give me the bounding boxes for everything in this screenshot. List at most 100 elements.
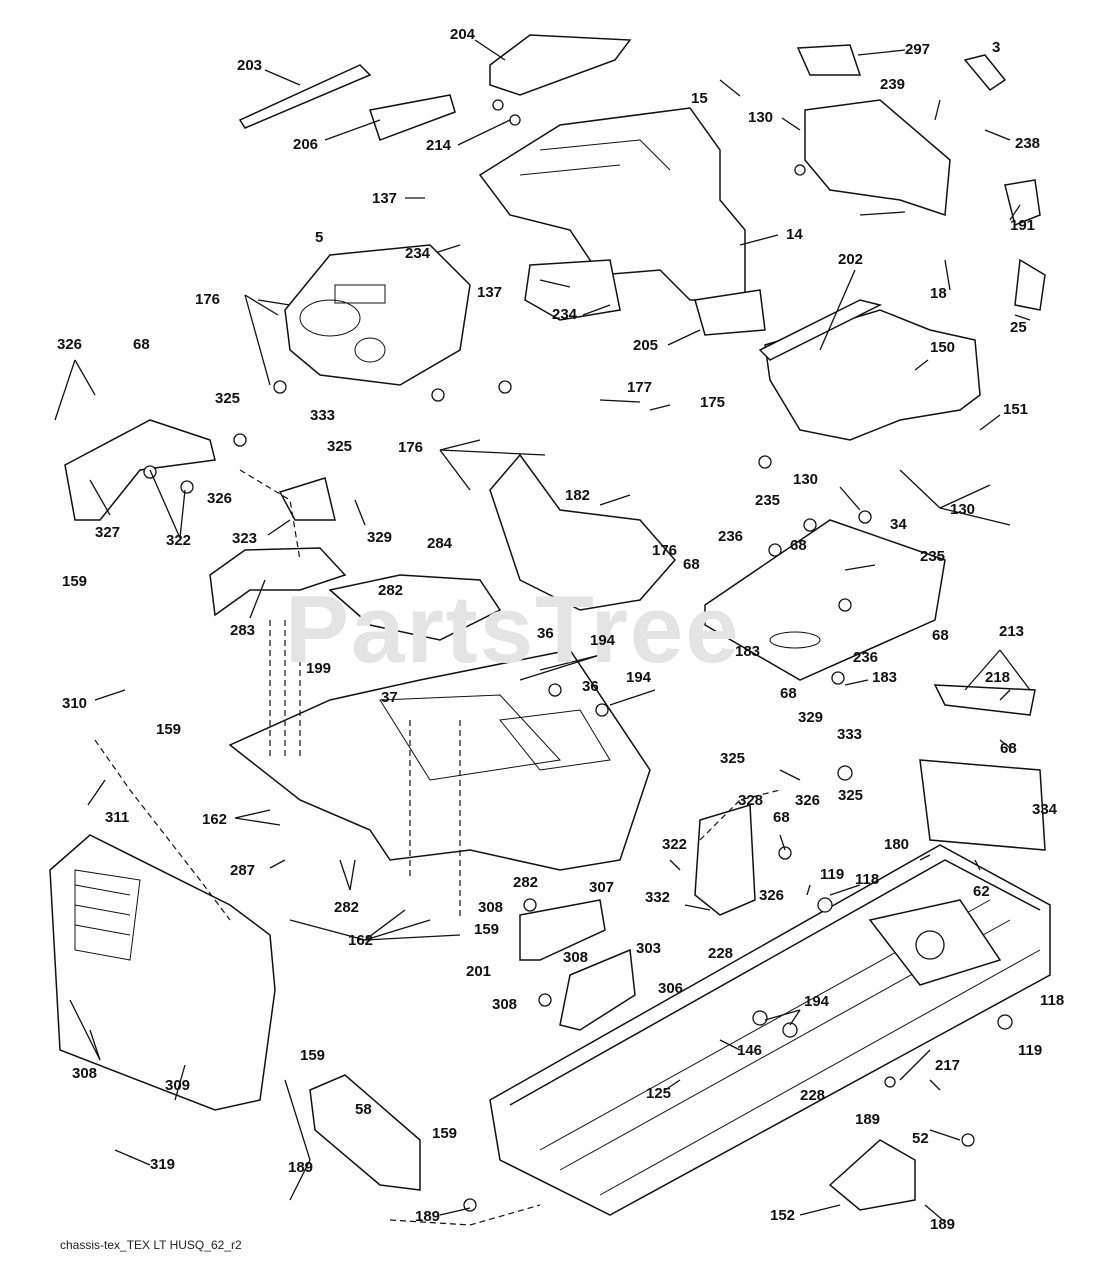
callout-label: 333: [837, 726, 863, 743]
callout-label: 175: [700, 394, 726, 411]
callout-label: 125: [646, 1085, 672, 1102]
callout-label: 3: [992, 39, 1001, 56]
bracket-303: [559, 948, 636, 1031]
callout-label: 236: [853, 649, 879, 666]
callout-label: 159: [62, 573, 88, 590]
callout-label: 118: [1040, 992, 1065, 1009]
callout-label: 303: [636, 940, 662, 957]
callout-label: 218: [985, 669, 1011, 686]
leader-lines: [54, 39, 1031, 1223]
callout-label: 18: [930, 285, 947, 302]
callout-label: 68: [780, 685, 797, 702]
callout-label: 332: [645, 889, 671, 906]
callout-label: 234: [552, 306, 578, 323]
callout-label: 176: [195, 291, 221, 308]
small-parts: [238, 34, 1046, 851]
callout-label: 311: [105, 809, 130, 826]
callout-label: 307: [589, 879, 615, 896]
callout-label: 213: [999, 623, 1025, 640]
callout-label: 5: [315, 229, 324, 246]
belt-shroud: [764, 309, 981, 441]
callout-label: 329: [367, 529, 393, 546]
bracket-307: [519, 899, 606, 961]
callout-label: 146: [737, 1042, 763, 1059]
callout-label: 176: [398, 439, 424, 456]
callout-label: 234: [405, 245, 431, 262]
callout-label: 214: [426, 137, 452, 154]
callout-label: 34: [890, 516, 907, 533]
callout-label: 326: [759, 887, 785, 904]
callout-label: 328: [738, 792, 764, 809]
callout-label: 327: [95, 524, 121, 541]
callout-label: 325: [720, 750, 746, 767]
callout-label: 239: [880, 76, 906, 93]
callout-label: 308: [72, 1065, 98, 1082]
callout-label: 189: [930, 1216, 956, 1233]
callout-label: 189: [415, 1208, 441, 1225]
callout-label: 204: [450, 26, 476, 43]
callout-label: 150: [930, 339, 956, 356]
callout-label: 205: [633, 337, 659, 354]
callout-label: 194: [804, 993, 830, 1010]
callout-label: 36: [537, 625, 554, 642]
callout-label: 191: [1010, 217, 1036, 234]
callout-label: 68: [1000, 740, 1017, 757]
callout-label: 206: [293, 136, 319, 153]
callout-label: 189: [855, 1111, 881, 1128]
callout-label: 68: [932, 627, 949, 644]
callout-label: 176: [652, 542, 678, 559]
callout-label: 183: [735, 643, 761, 660]
callout-label: 325: [215, 390, 241, 407]
callout-label: 322: [166, 532, 192, 549]
callout-label: 326: [795, 792, 821, 809]
callout-label: 15: [691, 90, 708, 107]
side-panel-left: [64, 419, 216, 521]
callout-label: 238: [1015, 135, 1041, 152]
callout-label: 308: [492, 996, 518, 1013]
callout-label: 236: [718, 528, 744, 545]
callout-label: 159: [474, 921, 500, 938]
callout-label: 319: [150, 1156, 176, 1173]
callout-label: 183: [872, 669, 898, 686]
callout-label: 159: [156, 721, 182, 738]
callout-label: 228: [800, 1087, 826, 1104]
dash-panel: [284, 244, 471, 386]
grille: [49, 834, 276, 1111]
callout-label: 235: [920, 548, 946, 565]
callout-label: 68: [133, 336, 150, 353]
skid-152: [828, 1139, 916, 1211]
callout-label: 130: [748, 109, 774, 126]
front-bumper-shroud: [489, 453, 676, 611]
callout-label: 297: [905, 41, 931, 58]
callout-label: 62: [973, 883, 990, 900]
callout-label: 137: [372, 190, 398, 207]
callout-label: 162: [202, 811, 228, 828]
callout-label: 334: [1032, 801, 1058, 818]
routing-lines: [94, 469, 781, 1226]
fasteners: [143, 99, 1013, 1212]
callout-label: 199: [306, 660, 332, 677]
callout-label: 235: [755, 492, 781, 509]
callout-label: 310: [62, 695, 88, 712]
callout-label: 159: [300, 1047, 326, 1064]
callout-label: 152: [770, 1207, 796, 1224]
callout-label: 284: [427, 535, 453, 552]
callout-label: 322: [662, 836, 688, 853]
callout-label: 37: [381, 689, 398, 706]
callout-label: 182: [565, 487, 591, 504]
footer-code: chassis-tex_TEX LT HUSQ_62_r2: [60, 1238, 242, 1252]
callout-label: 189: [288, 1159, 314, 1176]
rear-panel: [209, 547, 502, 641]
callout-label: 326: [57, 336, 83, 353]
footplate: [704, 519, 946, 681]
callout-label: 118: [855, 871, 880, 888]
callout-label: 119: [1018, 1042, 1043, 1059]
callout-label: 68: [773, 809, 790, 826]
callout-label: 137: [477, 284, 503, 301]
callout-label: 282: [513, 874, 539, 891]
callout-label: 202: [838, 251, 864, 268]
callout-label: 325: [838, 787, 864, 804]
callout-label: 151: [1003, 401, 1029, 418]
callout-label: 306: [658, 980, 684, 997]
